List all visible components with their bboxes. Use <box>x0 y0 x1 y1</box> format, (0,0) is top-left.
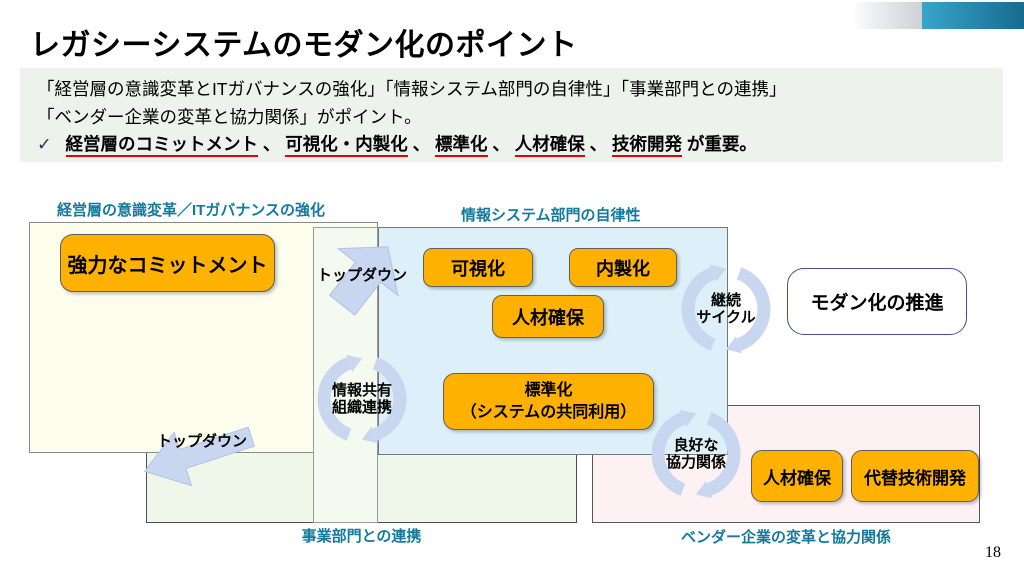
page-number: 18 <box>985 544 1001 561</box>
box-standardization-text: 標準化 （システムの共同利用） <box>461 380 637 423</box>
key-points-line: ✓ 経営層のコミットメント 、 可視化・内製化 、 標準化 、 人材確保 、 技… <box>37 131 757 157</box>
sentence-tail: が重要。 <box>686 134 757 154</box>
keyword-visualization-insourcing: 可視化・内製化 <box>285 134 408 157</box>
separator: 、 <box>589 134 608 154</box>
cycle-arrow-good-partnership-icon <box>651 409 741 499</box>
cycle-label-line: 良好な <box>673 437 719 454</box>
label-vendor: ベンダー企業の変革と協力関係 <box>680 529 891 546</box>
label-business-dept: 事業部門との連携 <box>301 528 422 545</box>
box-talent-it: 人材確保 <box>492 295 604 338</box>
summary-band: 「経営層の意識変革とITガバナンスの強化」「情報システム部門の自律性」「事業部門… <box>20 68 1003 162</box>
cycle-label-good-partnership: 良好な 協力関係 <box>646 437 746 471</box>
summary-line-1: 「経営層の意識変革とITガバナンスの強化」「情報システム部門の自律性」「事業部門… <box>37 79 787 99</box>
cycle-label-info-sharing: 情報共有 組織連携 <box>312 382 412 416</box>
keyword-technology: 技術開発 <box>612 134 683 157</box>
keyword-commitment: 経営層のコミットメント <box>65 134 259 157</box>
box-insourcing: 内製化 <box>569 248 677 287</box>
page-title: レガシーシステムのモダン化のポイント <box>30 29 578 62</box>
box-alternative-tech: 代替技術開発 <box>851 450 979 502</box>
label-management: 経営層の意識変革／ITガバナンスの強化 <box>57 202 326 219</box>
cycle-label-line: 協力関係 <box>665 454 726 471</box>
separator: 、 <box>262 134 281 154</box>
decoration-bar-gray <box>855 2 922 29</box>
standardization-line-1: 標準化 <box>524 381 573 399</box>
summary-text: 「経営層の意識変革とITガバナンスの強化」「情報システム部門の自律性」「事業部門… <box>37 75 787 131</box>
separator: 、 <box>412 134 431 154</box>
box-modernization-promotion: モダン化の推進 <box>787 268 967 335</box>
top-down-label-2: トップダウン <box>157 433 248 450</box>
cycle-arrow-continuous-icon <box>681 264 771 354</box>
cycle-label-line: 組織連携 <box>331 399 392 416</box>
label-it-dept: 情報システム部門の自律性 <box>461 207 641 224</box>
keyword-standardization: 標準化 <box>435 134 488 157</box>
summary-line-2: 「ベンダー企業の変革と協力関係」がポイント。 <box>37 107 422 127</box>
check-icon: ✓ <box>37 134 52 154</box>
cycle-arrow-info-sharing-icon <box>317 354 407 444</box>
top-down-arrow-left-icon <box>143 426 255 487</box>
decoration-bar-blue <box>922 2 1024 29</box>
box-strong-commitment: 強力なコミットメント <box>60 234 275 292</box>
cycle-label-line: 継続 <box>710 292 741 309</box>
cycle-label-line: 情報共有 <box>331 382 392 399</box>
cycle-label-continuous: 継続 サイクル <box>676 292 776 326</box>
keyword-talent: 人材確保 <box>514 134 585 157</box>
box-visualization: 可視化 <box>423 248 533 287</box>
top-down-arrow-right-icon <box>328 246 399 316</box>
cycle-label-line: サイクル <box>696 309 756 326</box>
standardization-line-2: （システムの共同利用） <box>460 403 637 421</box>
box-talent-vendor: 人材確保 <box>751 450 843 502</box>
separator: 、 <box>492 134 510 154</box>
top-down-label-1: トップダウン <box>317 267 408 284</box>
box-standardization: 標準化 （システムの共同利用） <box>443 373 654 430</box>
